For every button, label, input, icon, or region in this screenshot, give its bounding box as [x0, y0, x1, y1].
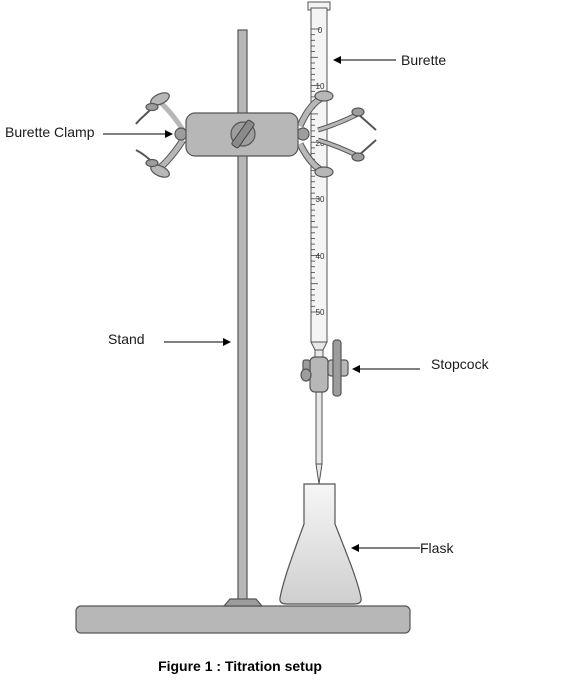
burette-scale-label: 30 — [316, 195, 325, 204]
label-stopcock: Stopcock — [352, 356, 490, 373]
flask — [279, 483, 362, 605]
stopcock-valve — [300, 339, 349, 397]
burette-scale-label: 10 — [316, 82, 325, 91]
burette-stem — [310, 341, 328, 485]
burette-label: Burette — [401, 52, 446, 68]
burette-scale-label: 20 — [316, 139, 325, 148]
burette-scale-label: 50 — [316, 308, 325, 317]
stand-rod — [222, 29, 264, 607]
burette-scale-labels: 0 10 20 30 40 50 — [316, 26, 325, 317]
figure-caption: Figure 1 : Titration setup — [158, 658, 322, 674]
burette-clamp — [135, 90, 377, 178]
label-burette: Burette — [333, 52, 446, 68]
burette-clamp-label: Burette Clamp — [5, 124, 95, 140]
burette-scale-label: 0 — [318, 26, 323, 35]
stand-label: Stand — [108, 331, 145, 347]
label-flask: Flask — [351, 540, 454, 556]
label-stand: Stand — [108, 331, 231, 347]
stand-base — [75, 605, 411, 634]
label-burette-clamp: Burette Clamp — [5, 124, 173, 140]
stopcock-label: Stopcock — [431, 356, 490, 372]
burette-scale-label: 40 — [316, 252, 325, 261]
flask-label: Flask — [420, 540, 454, 556]
